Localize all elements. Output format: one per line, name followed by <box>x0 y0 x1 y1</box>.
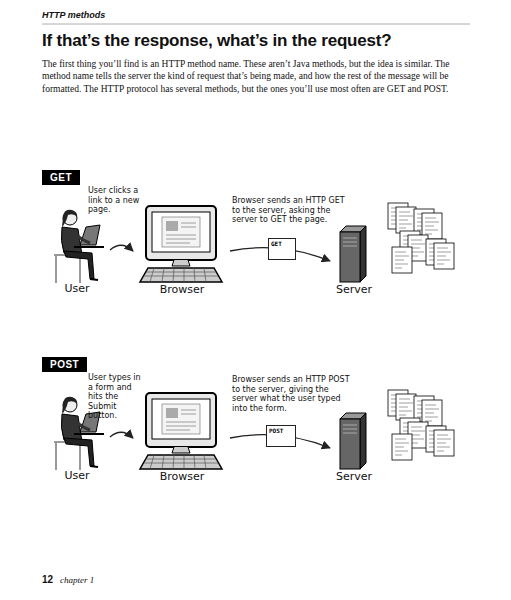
handwritten-note: User types in a form and hits the Submit… <box>88 373 142 421</box>
figure-label: Server <box>336 283 372 296</box>
figure-box: Server <box>333 413 375 483</box>
figure-box: User <box>46 205 108 295</box>
request-envelope: GET <box>268 238 296 260</box>
handwritten-note: Browser sends an HTTP POST to the server… <box>232 375 350 413</box>
body-paragraph: The first thing you’ll find is an HTTP m… <box>42 58 467 95</box>
chapter-label: chapter 1 <box>60 575 94 585</box>
figure-box: Browser <box>136 393 228 483</box>
arrow-connector <box>110 245 133 251</box>
figure-label: User <box>64 469 89 482</box>
node-text: POST <box>269 427 283 434</box>
page-number: 12 <box>42 574 53 585</box>
node-text: POST <box>50 359 79 370</box>
handwritten-note: User clicks a link to a new page. <box>88 186 142 215</box>
figure-box: Server <box>333 226 375 296</box>
figure-label: User <box>64 282 89 295</box>
figure-box: User <box>46 392 108 482</box>
node-text: GET <box>50 172 72 183</box>
request-envelope: POST <box>266 425 296 447</box>
figure-label: Browser <box>160 470 205 483</box>
node-text: GET <box>271 240 282 247</box>
figure-label: Server <box>336 470 372 483</box>
page-title: If that’s the response, what’s in the re… <box>42 31 391 51</box>
figure-label: Browser <box>160 283 205 296</box>
method-tag: GET <box>42 170 80 185</box>
running-header: HTTP methods <box>42 10 105 20</box>
handwritten-note: Browser sends an HTTP GET to the server,… <box>232 196 350 225</box>
figure-box: Browser <box>136 206 228 296</box>
arrow-connector <box>110 432 133 438</box>
method-tag: POST <box>42 357 87 372</box>
